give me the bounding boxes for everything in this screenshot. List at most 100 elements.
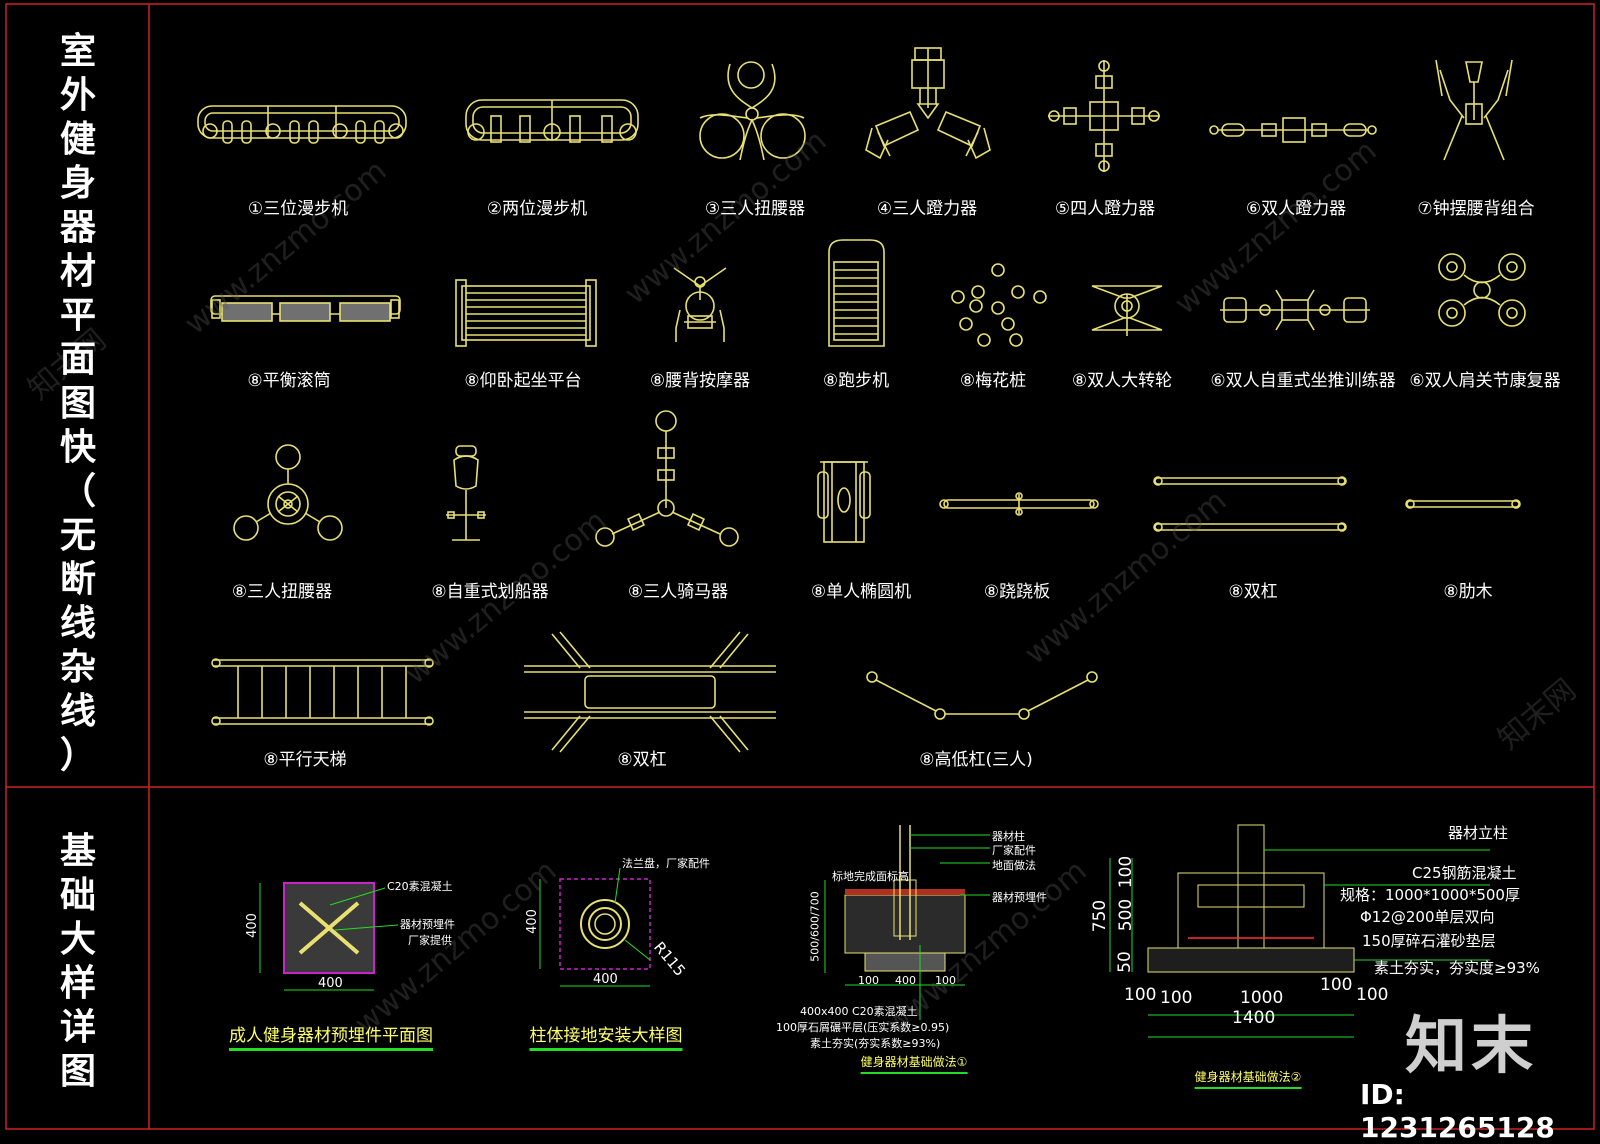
d4-note-5: 150厚碎石灌砂垫层 [1362,932,1496,950]
d4-dim-100a: 100 [1124,985,1157,1005]
symbol-e22 [1405,499,1521,509]
label-e16: ⑧三人扭腰器 [231,582,333,602]
symbol-e17 [446,445,486,541]
label-e8: ⑧平衡滚筒 [247,371,331,391]
d4-title: 健身器材基础做法② [1194,1068,1302,1089]
d2-dim-horizontal: 400 [593,972,618,987]
d3-note-5: 器材预埋件 [992,891,1047,904]
symbol-e8 [210,295,401,322]
symbol-e11 [828,239,885,347]
label-e6: ⑥双人蹬力器 [1245,199,1347,219]
symbol-e5 [1048,60,1160,172]
symbol-e10 [673,267,727,342]
brand-logo: 知末 [1405,1009,1538,1082]
detail-2-drawing [539,867,651,987]
label-e2: ②两位漫步机 [486,199,588,219]
symbol-e15 [1438,253,1526,327]
symbol-e3 [699,61,806,161]
label-e14: ⑥双人自重式坐推训练器 [1210,371,1396,391]
d3-note-6: 400x400 C20素混凝土 [800,1005,918,1018]
symbol-e6 [1209,117,1377,143]
label-e13: ⑧双人大转轮 [1071,371,1173,391]
label-e4: ④三人蹬力器 [876,199,978,219]
d4-dim-50v: 50 [1114,951,1135,973]
d2-note-1: 法兰盘，厂家配件 [622,857,710,870]
d4-dim-1000: 1000 [1240,988,1284,1008]
symbol-e16 [233,444,343,541]
symbol-e2 [465,99,639,143]
symbol-e1 [197,105,407,144]
label-e12: ⑧梅花桩 [959,371,1027,391]
d1-note-1: C20素混凝土 [387,880,453,893]
d3-note-8: 素土夯实(夯实系数≥93%) [810,1037,941,1050]
d3-dim-depth: 500/600/700 [808,891,822,962]
d3-note-4: 标地完成面标高 [832,870,909,883]
symbol-e12 [951,263,1047,347]
label-e15: ⑥双人肩关节康复器 [1409,371,1561,391]
d3-note-2: 厂家配件 [992,844,1036,857]
d4-dim-750v: 750 [1090,899,1111,933]
label-e7: ⑦钟摆腰背组合 [1417,199,1535,219]
d3-note-7: 100厚石屑碾平层(压实系数≥0.95) [776,1021,950,1034]
image-id: ID: 1231265128 [1360,1078,1555,1144]
label-e9: ⑧仰卧起坐平台 [464,371,582,391]
d3-note-1: 器材柱 [992,830,1025,843]
label-e25: ⑧高低杠(三人) [919,750,1033,770]
symbol-e4 [865,47,991,160]
detail-3-drawing [824,825,990,1020]
label-e18: ⑧三人骑马器 [627,582,729,602]
d3-dim-b: 400 [895,974,916,987]
d4-dim-100b: 100 [1160,988,1193,1008]
detail-4-drawing [1109,824,1490,1038]
d4-dim-100d: 100 [1356,985,1389,1005]
d3-title: 健身器材基础做法① [860,1053,968,1074]
d1-title: 成人健身器材预埋件平面图 [229,1021,433,1051]
d4-dim-1400: 1400 [1232,1008,1276,1028]
d3-note-3: 地面做法 [992,859,1036,872]
symbol-e23 [211,658,434,726]
frame [5,3,1595,1130]
detail-1-drawing [259,882,399,991]
label-e5: ⑤四人蹬力器 [1054,199,1156,219]
label-e20: ⑧跷跷板 [983,582,1051,602]
d2-title: 柱体接地安装大样图 [529,1021,683,1051]
bottom-section-title: 基础大样详图 [59,831,96,1092]
d1-note-3: 厂家提供 [408,934,452,947]
label-e11: ⑧跑步机 [822,371,890,391]
d4-note-6: 素土夯实，夯实度≥93% [1374,959,1540,977]
d4-note-4: Φ12@200单层双向 [1360,908,1495,926]
symbol-e9 [455,279,597,347]
label-e23: ⑧平行天梯 [263,750,347,770]
symbol-e24 [524,631,776,753]
label-e10: ⑧腰背按摩器 [649,371,751,391]
label-e17: ⑧自重式划船器 [431,582,549,602]
d3-dim-c: 100 [935,974,956,987]
d4-dim-100v: 100 [1116,855,1137,889]
d4-note-2: C25钢筋混凝土 [1412,864,1517,882]
d4-note-3: 规格：1000*1000*500厚 [1340,886,1520,904]
label-e21: ⑧双杠 [1228,582,1278,602]
d1-dim-horizontal: 400 [318,976,343,991]
symbol-e18 [595,410,739,547]
d1-dim-vertical: 400 [244,913,260,938]
label-e24: ⑧双杠 [617,750,667,770]
symbol-e13 [1091,285,1163,336]
d1-note-2: 器材预埋件 [400,918,455,931]
symbol-e14 [1220,289,1370,331]
top-section-title: 室外健身器材平面图快（无断线杂线） [59,31,96,776]
symbol-e19 [817,461,871,543]
d3-dim-a: 100 [858,974,879,987]
label-e1: ①三位漫步机 [247,199,349,219]
d4-dim-100c: 100 [1320,975,1353,995]
d4-dim-500v: 500 [1116,898,1137,932]
label-e3: ③三人扭腰器 [704,199,806,219]
symbol-e25 [866,671,1098,720]
symbol-e21 [1153,476,1347,532]
d2-dim-vertical: 400 [524,909,540,934]
symbol-e7 [1435,59,1513,161]
label-e19: ⑧单人椭圆机 [810,582,912,602]
label-e22: ⑧肋木 [1443,582,1493,602]
symbol-e20 [939,492,1099,516]
d4-note-1: 器材立柱 [1448,824,1509,842]
